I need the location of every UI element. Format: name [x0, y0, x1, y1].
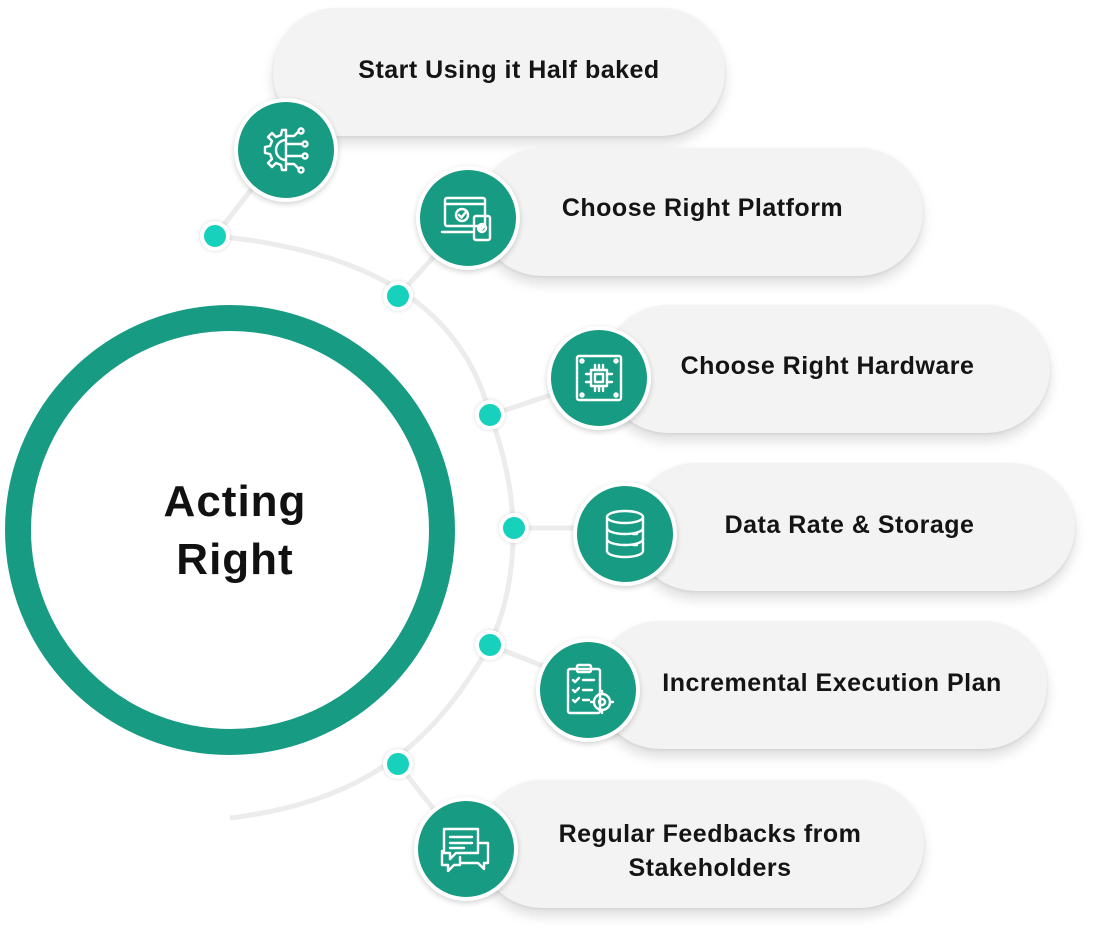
- devices-check-icon: [440, 196, 492, 242]
- step-card-start-using: [273, 8, 725, 136]
- gear-circuit-icon: [263, 127, 309, 174]
- step-card-execution: [596, 621, 1047, 749]
- step-label-feedbacks-line-1: Regular Feedbacks from: [558, 820, 862, 848]
- hub-title-line-2: Right: [176, 535, 294, 584]
- step-badge-execution: [536, 638, 640, 742]
- step-badge-hardware: [547, 326, 651, 430]
- step-card-data-rate: [632, 463, 1075, 591]
- step-card-feedbacks: [478, 780, 924, 908]
- step-badge-start-using: [234, 98, 338, 202]
- connector-dot-1: [200, 221, 230, 251]
- connector-dot-6: [383, 749, 413, 779]
- checklist-gear-icon: [566, 663, 615, 715]
- database-icon: [605, 509, 645, 559]
- chat-bubbles-icon: [440, 827, 490, 873]
- step-label-start-using: Start Using it Half baked: [358, 56, 660, 84]
- step-badge-feedbacks: [414, 797, 518, 901]
- connector-dot-2: [383, 281, 413, 311]
- connector-dot-5: [475, 630, 505, 660]
- step-label-execution: Incremental Execution Plan: [662, 669, 1002, 697]
- hub-title: Acting Right: [70, 473, 400, 589]
- circuit-board-icon: [575, 354, 623, 402]
- step-label-feedbacks: Regular Feedbacks from Stakeholders: [510, 817, 910, 885]
- step-card-hardware: [604, 305, 1050, 433]
- step-label-data-rate: Data Rate & Storage: [724, 511, 975, 539]
- step-label-platform: Choose Right Platform: [561, 194, 844, 222]
- step-badge-data-rate: [573, 482, 677, 586]
- connector-dot-3: [475, 400, 505, 430]
- step-card-platform: [478, 148, 923, 276]
- step-label-feedbacks-line-2: Stakeholders: [628, 854, 792, 882]
- step-label-hardware: Choose Right Hardware: [680, 352, 975, 380]
- connector-dot-4: [499, 513, 529, 543]
- hub-title-line-1: Acting: [163, 477, 307, 526]
- step-badge-platform: [416, 166, 520, 270]
